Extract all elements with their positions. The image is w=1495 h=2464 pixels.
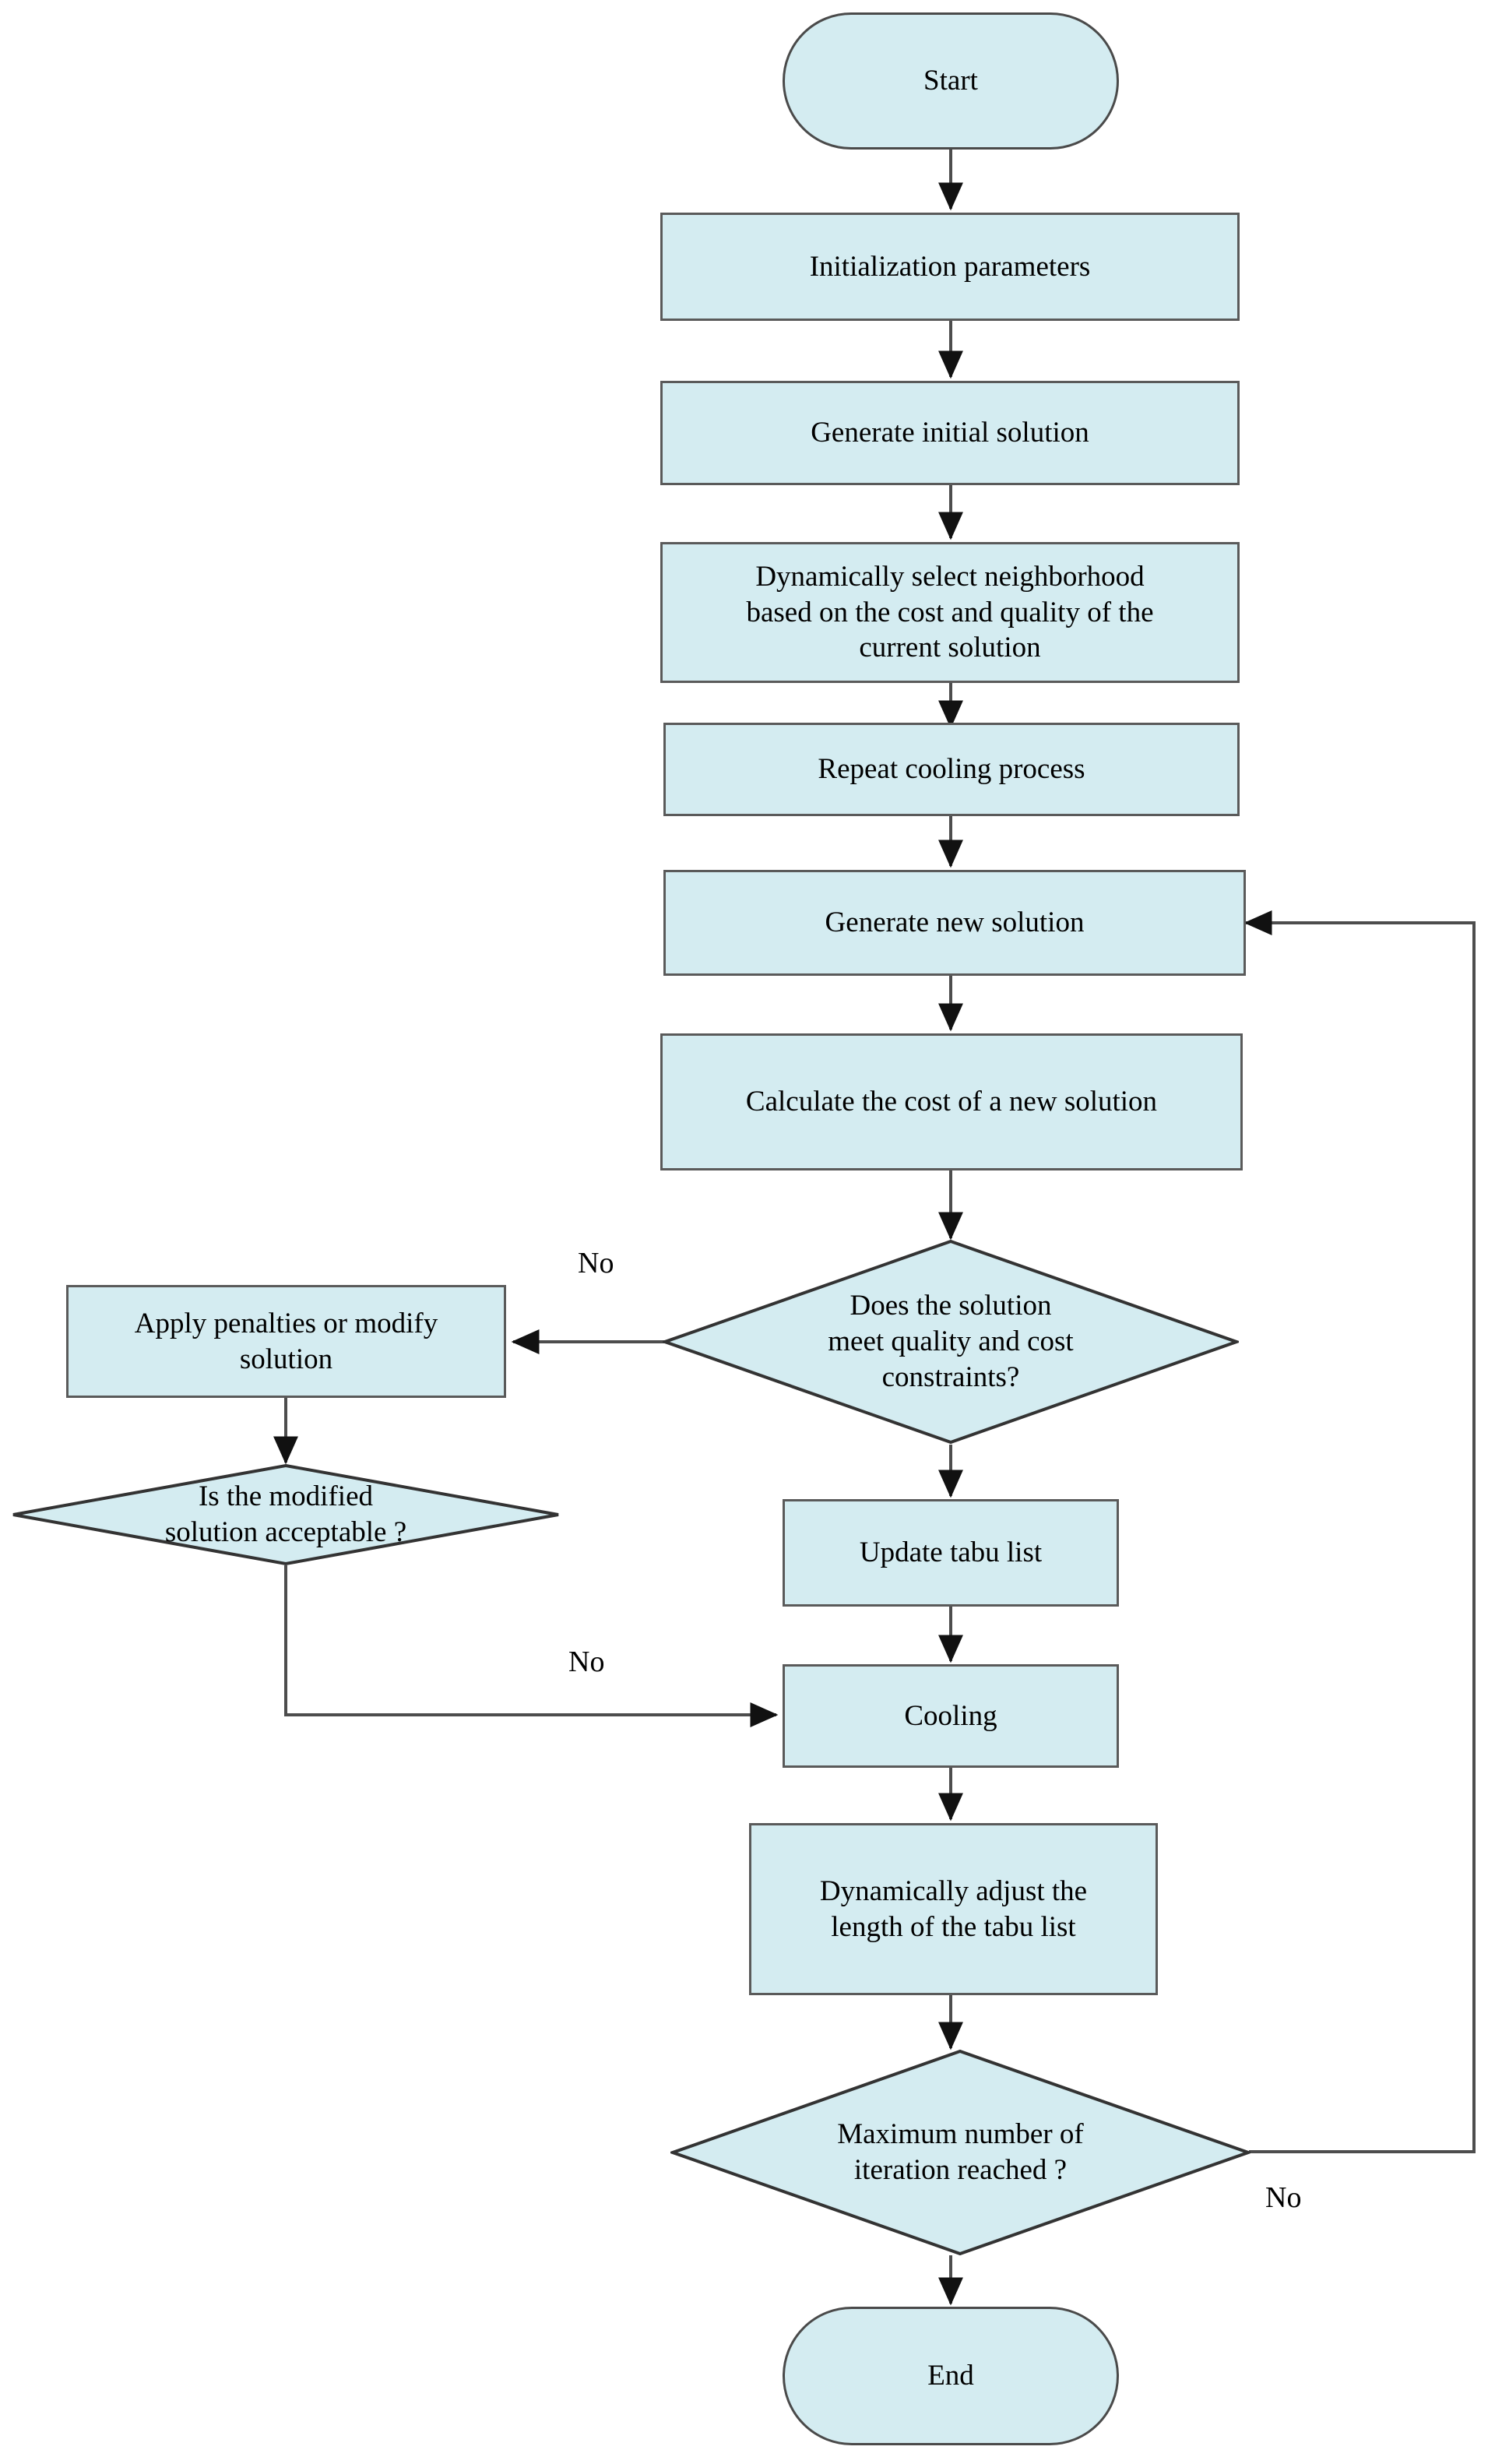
node-calculate-cost-new-solution[interactable]: Calculate the cost of a new solution	[660, 1033, 1243, 1170]
node-dynamically-select-neighborhood[interactable]: Dynamically select neighborhood based on…	[660, 542, 1240, 683]
node-cooling[interactable]: Cooling	[783, 1664, 1119, 1768]
node-constraints-decision[interactable]: Does the solution meet quality and cost …	[663, 1239, 1239, 1445]
node-modified-acceptable-decision[interactable]: Is the modified solution acceptable ?	[11, 1463, 561, 1566]
edge-label-no-constraints: No	[578, 1247, 614, 1280]
node-adjust-tabu-length-label: Dynamically adjust the length of the tab…	[819, 1874, 1088, 1943]
edge-max-iter-no-to-gen-new	[1243, 910, 1476, 2153]
node-repeat-cooling-process-label: Repeat cooling process	[818, 753, 1085, 786]
node-constraints-decision-label: Does the solution meet quality and cost …	[828, 1290, 1074, 1393]
node-update-tabu-list-label: Update tabu list	[859, 1536, 1043, 1569]
node-cooling-label: Cooling	[904, 1699, 997, 1732]
node-apply-penalties-label: Apply penalties or modify solution	[134, 1307, 438, 1375]
node-adjust-tabu-length[interactable]: Dynamically adjust the length of the tab…	[749, 1823, 1158, 1995]
node-max-iteration-decision[interactable]: Maximum number of iteration reached ?	[670, 2049, 1251, 2256]
node-modified-acceptable-labelwrap: Is the modified solution acceptable ?	[11, 1463, 561, 1566]
node-initialization-parameters[interactable]: Initialization parameters	[660, 213, 1240, 321]
node-repeat-cooling-process[interactable]: Repeat cooling process	[663, 723, 1240, 816]
node-generate-initial-solution-label: Generate initial solution	[811, 417, 1089, 449]
node-generate-initial-solution[interactable]: Generate initial solution	[660, 381, 1240, 485]
node-generate-new-solution-label: Generate new solution	[825, 906, 1085, 939]
edge-label-no-max-iter: No	[1265, 2181, 1302, 2214]
node-constraints-decision-labelwrap: Does the solution meet quality and cost …	[663, 1239, 1239, 1445]
edge-label-no-modified: No	[568, 1646, 605, 1678]
node-dynamically-select-neighborhood-label: Dynamically select neighborhood based on…	[746, 560, 1154, 664]
node-end[interactable]: End	[783, 2307, 1119, 2445]
node-calculate-cost-new-solution-label: Calculate the cost of a new solution	[745, 1086, 1158, 1118]
node-end-label: End	[927, 2360, 974, 2392]
node-generate-new-solution[interactable]: Generate new solution	[663, 870, 1246, 976]
node-apply-penalties[interactable]: Apply penalties or modify solution	[66, 1285, 506, 1398]
node-initialization-parameters-label: Initialization parameters	[809, 250, 1091, 283]
node-max-iteration-labelwrap: Maximum number of iteration reached ?	[670, 2049, 1251, 2256]
node-modified-acceptable-label: Is the modified solution acceptable ?	[164, 1480, 407, 1548]
node-start[interactable]: Start	[783, 12, 1119, 150]
node-max-iteration-label: Maximum number of iteration reached ?	[837, 2118, 1084, 2186]
node-update-tabu-list[interactable]: Update tabu list	[783, 1499, 1119, 1607]
edge-modified-ok-no-to-cooling	[284, 1565, 779, 1727]
node-start-label: Start	[923, 65, 978, 97]
